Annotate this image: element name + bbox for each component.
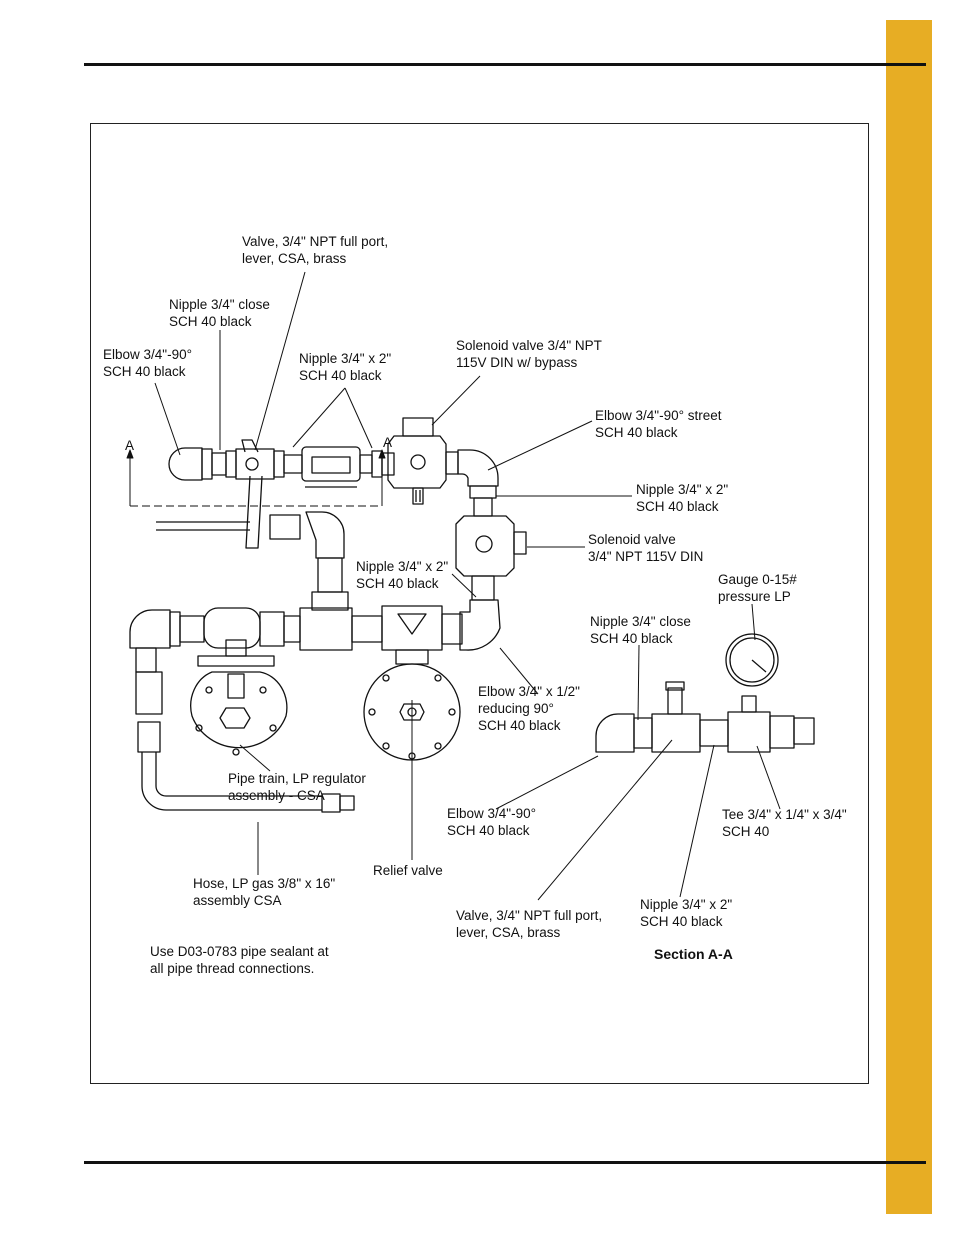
lower-pipe-run <box>129 605 463 667</box>
label-valve-top: Valve, 3/4" NPT full port,lever, CSA, br… <box>242 234 389 266</box>
label-nipple-2-top: Nipple 3/4" x 2"SCH 40 black <box>299 351 392 383</box>
label-nipple-2-section: Nipple 3/4" x 2"SCH 40 black <box>640 897 733 929</box>
bottom-rule <box>84 1161 926 1164</box>
section-mark-left: A <box>125 438 135 453</box>
label-elbow-reducing: Elbow 3/4" x 1/2"reducing 90°SCH 40 blac… <box>478 684 580 733</box>
lp-regulator <box>190 671 288 756</box>
top-rule <box>84 63 926 66</box>
label-nipple-2-mid: Nipple 3/4" x 2"SCH 40 black <box>356 559 449 591</box>
leader-lines <box>154 271 781 901</box>
label-hose: Hose, LP gas 3/8" x 16"assembly CSA <box>193 876 336 908</box>
figure-frame <box>90 123 869 1084</box>
label-elbow-top: Elbow 3/4"-90°SCH 40 black <box>103 347 192 379</box>
section-mark-right: A <box>383 435 393 450</box>
section-tab <box>886 20 932 1214</box>
bypass-line <box>156 511 349 611</box>
label-gauge: Gauge 0-15#pressure LP <box>718 572 797 604</box>
vertical-run <box>455 485 527 651</box>
top-pipe-run <box>168 417 499 549</box>
label-elbow-section: Elbow 3/4"-90°SCH 40 black <box>447 806 536 838</box>
hose <box>135 647 355 813</box>
section-aa-drawing <box>595 633 815 753</box>
label-nipple-2-right: Nipple 3/4" x 2"SCH 40 black <box>636 482 729 514</box>
label-valve-section: Valve, 3/4" NPT full port,lever, CSA, br… <box>456 908 603 940</box>
relief-valve-body <box>363 649 461 761</box>
label-relief-valve: Relief valve <box>373 863 443 878</box>
section-cut-line <box>126 449 386 507</box>
section-title: Section A-A <box>654 946 733 962</box>
label-tee: Tee 3/4" x 1/4" x 3/4"SCH 40 <box>722 807 847 839</box>
